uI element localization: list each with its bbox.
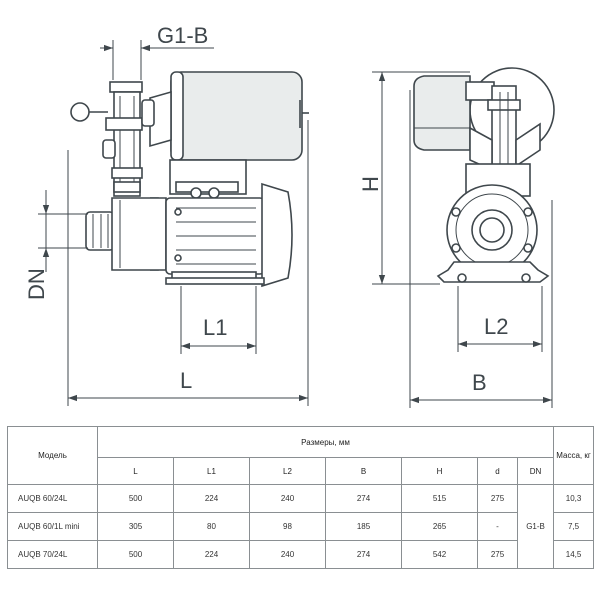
col-header: L <box>97 457 174 485</box>
value-cell: 500 <box>97 484 174 513</box>
dim-dn: DN <box>24 190 88 300</box>
value-cell: 240 <box>249 484 326 513</box>
label-h: H <box>358 176 383 192</box>
label-l1: L1 <box>203 315 227 340</box>
table-subheader-row: L L1 L2 B H d DN <box>8 457 594 485</box>
fan-cover <box>261 182 293 288</box>
dim-l: L <box>67 120 309 406</box>
spec-table: Модель Размеры, мм Масса, кг L L1 L2 B H… <box>7 426 595 569</box>
pressure-tank <box>170 71 303 161</box>
mass-cell: 10,3 <box>553 484 595 513</box>
mass-cell: 14,5 <box>553 540 595 569</box>
table-row: AUQB 60/24L 500 224 240 274 515 275 G1-B… <box>7 484 595 569</box>
label-l2: L2 <box>484 314 508 339</box>
col-header: H <box>401 457 478 485</box>
value-cell: 185 <box>325 512 402 541</box>
value-cell: 224 <box>173 540 250 569</box>
inlet-nozzle <box>85 211 115 251</box>
dim-b: B <box>409 90 553 408</box>
pressure-gauge <box>70 102 90 122</box>
dims-header: Размеры, мм <box>96 426 555 458</box>
label-l: L <box>180 368 192 393</box>
pump-dimension-drawing: G1-B DN L1 L <box>24 23 555 408</box>
model-cell: AUQB 60/24L <box>7 484 98 513</box>
dim-l1: L1 <box>180 286 257 354</box>
model-cell: AUQB 60/1L mini <box>7 512 98 541</box>
dim-l2: L2 <box>457 286 543 352</box>
table-row: AUQB 60/1L mini 305 80 98 185 265 - 7,5 <box>7 512 595 541</box>
value-cell: 542 <box>401 540 478 569</box>
pump-side-view <box>413 67 555 283</box>
col-header: DN <box>516 457 555 485</box>
value-cell: 305 <box>97 512 174 541</box>
value-cell: 515 <box>401 484 478 513</box>
label-dn: DN <box>24 268 49 300</box>
value-cell: - <box>477 512 518 541</box>
table-row: AUQB 70/24L 500 224 240 274 542 275 14,5 <box>7 540 595 569</box>
mass-header: Масса, кг <box>553 426 595 485</box>
value-cell: 98 <box>249 512 326 541</box>
table-header-row: Модель Размеры, мм Масса, кг <box>7 426 595 485</box>
dim-h: H <box>358 71 470 285</box>
value-cell: 275 <box>477 484 518 513</box>
col-header: L2 <box>249 457 326 485</box>
value-cell: 224 <box>173 484 250 513</box>
mass-cell: 7,5 <box>553 512 595 541</box>
model-header: Модель <box>7 426 98 485</box>
pump-front-view <box>70 71 309 288</box>
value-cell: 265 <box>401 512 478 541</box>
value-cell: 274 <box>325 540 402 569</box>
label-g1b: G1-B <box>157 23 208 48</box>
value-cell: 275 <box>477 540 518 569</box>
value-cell: 80 <box>173 512 250 541</box>
label-b: B <box>472 370 487 395</box>
value-cell: 500 <box>97 540 174 569</box>
value-cell: 240 <box>249 540 326 569</box>
dn-cell: G1-B <box>516 484 555 569</box>
discharge-fitting <box>109 81 143 93</box>
col-header: B <box>325 457 402 485</box>
value-cell: 274 <box>325 484 402 513</box>
model-cell: AUQB 70/24L <box>7 540 98 569</box>
col-header: d <box>477 457 518 485</box>
col-header: L1 <box>173 457 250 485</box>
dim-g1b: G1-B <box>100 23 214 80</box>
